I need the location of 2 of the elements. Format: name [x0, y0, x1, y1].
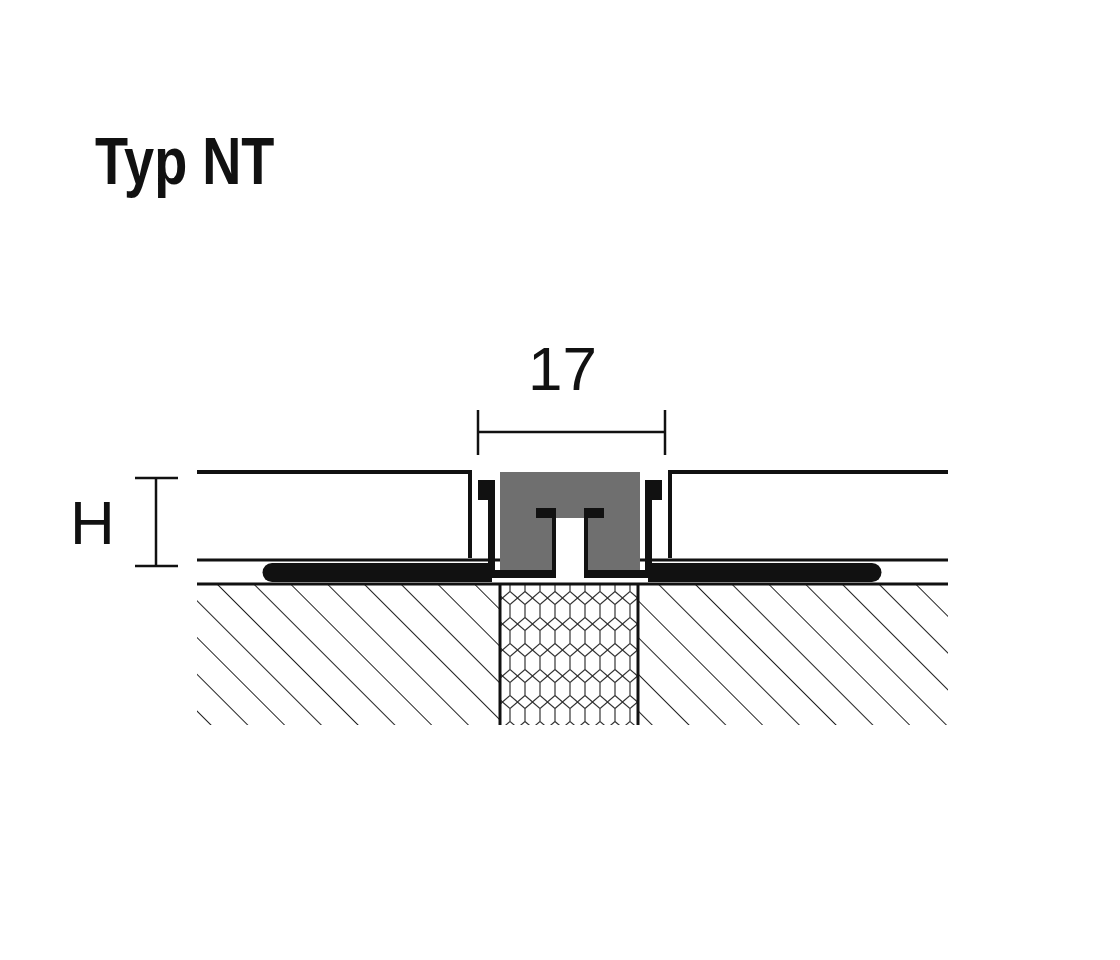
dimension-label: H	[70, 492, 115, 554]
dimension-label: 17	[528, 338, 597, 400]
